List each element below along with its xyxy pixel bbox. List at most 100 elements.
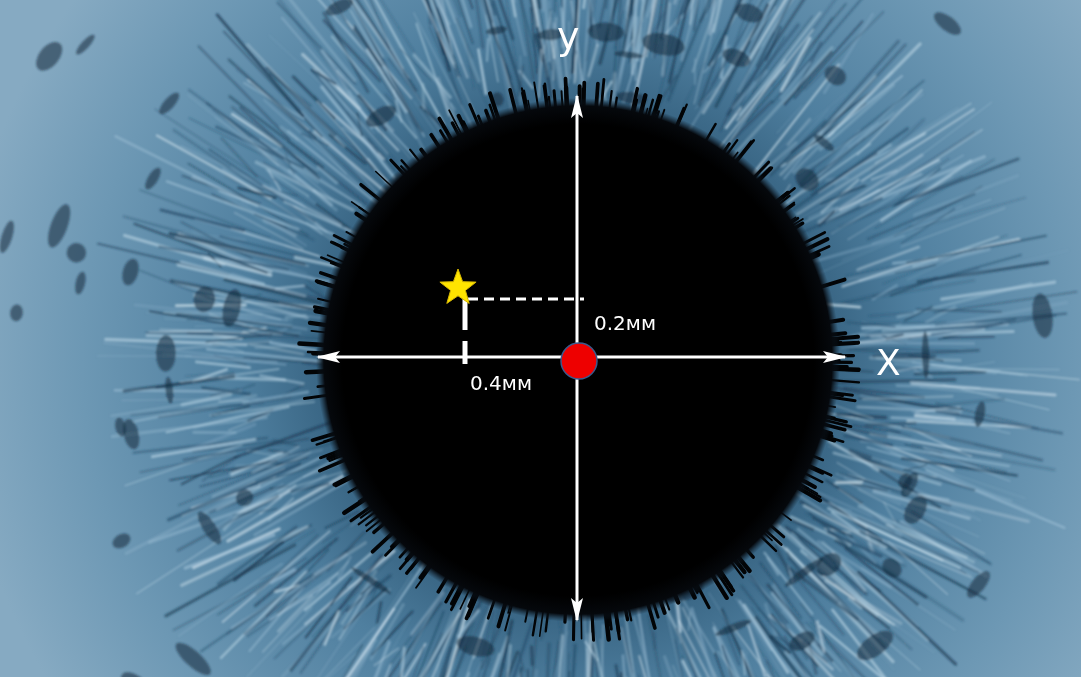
- iris-fiber: [757, 0, 816, 66]
- iris-fiber: [870, 313, 913, 316]
- iris-fiber: [478, 50, 486, 94]
- iris-fiber: [847, 322, 895, 326]
- iris-fiber: [841, 280, 974, 303]
- iris-fiber: [717, 30, 813, 151]
- iris-fiber: [695, 676, 727, 677]
- iris-fiber: [351, 11, 424, 137]
- iris-crypt: [454, 633, 496, 661]
- iris-fiber: [504, 649, 506, 669]
- iris-fiber: [377, 602, 381, 622]
- iris-fiber: [195, 398, 313, 427]
- iris-fiber: [690, 673, 729, 677]
- iris-fiber: [544, 644, 549, 677]
- iris-fiber: [835, 405, 873, 418]
- iris-crypt: [812, 132, 836, 154]
- iris-crypt: [191, 285, 218, 315]
- iris-fiber: [355, 26, 422, 131]
- iris-fiber: [683, 661, 750, 677]
- iris-fiber: [614, 0, 649, 96]
- iris-fiber: [920, 494, 1029, 521]
- iris-fiber: [862, 322, 945, 323]
- iris-fiber: [839, 76, 902, 126]
- iris-fiber: [175, 236, 293, 266]
- iris-fiber: [269, 498, 294, 520]
- iris-fiber: [343, 104, 368, 138]
- iris-fiber: [593, 636, 603, 677]
- iris-fiber: [912, 383, 1055, 395]
- iris-crypt: [219, 288, 244, 329]
- iris-fiber: [912, 511, 991, 564]
- iris-fiber: [845, 388, 924, 397]
- iris-fiber: [781, 63, 810, 98]
- iris-fiber: [416, 0, 454, 68]
- iris-fiber: [860, 249, 989, 280]
- iris-fiber: [206, 334, 272, 341]
- iris-fiber: [414, 55, 450, 97]
- iris-fiber: [407, 0, 460, 16]
- iris-fiber: [406, 0, 455, 23]
- iris-fiber: [616, 665, 634, 677]
- iris-fiber: [203, 456, 239, 480]
- iris-fiber: [255, 481, 348, 535]
- iris-fiber: [834, 453, 941, 484]
- iris-crypt: [921, 331, 929, 378]
- iris-fiber: [234, 542, 282, 580]
- iris-fiber: [122, 398, 260, 400]
- iris-fiber: [763, 109, 828, 180]
- iris-fiber: [276, 286, 304, 289]
- iris-fiber: [199, 453, 234, 459]
- iris-fiber: [275, 588, 348, 658]
- iris-fiber: [772, 648, 862, 677]
- iris-fiber: [863, 396, 952, 399]
- iris-fiber: [325, 612, 339, 645]
- iris-fiber: [400, 49, 431, 80]
- iris-fiber: [774, 524, 866, 603]
- iris-fiber: [681, 0, 709, 60]
- iris-fiber: [749, 626, 766, 677]
- iris-fiber: [432, 658, 491, 677]
- iris-crypt: [142, 166, 163, 192]
- iris-fiber: [679, 621, 713, 677]
- dashed-guide: [468, 298, 584, 301]
- iris-fiber: [912, 412, 1009, 434]
- iris-fiber: [873, 467, 939, 507]
- iris-fiber: [237, 465, 276, 466]
- iris-fiber: [217, 15, 302, 116]
- iris-fiber: [895, 265, 936, 273]
- iris-fiber: [115, 136, 248, 202]
- iris-crypt: [852, 625, 898, 666]
- iris-fiber: [344, 0, 416, 91]
- iris-crypt: [896, 471, 915, 492]
- iris-fiber: [742, 651, 745, 675]
- iris-crypt: [164, 377, 174, 404]
- iris-fiber: [654, 633, 655, 649]
- iris-fiber: [673, 665, 730, 677]
- iris-fiber: [857, 334, 930, 343]
- iris-fiber: [568, 645, 575, 677]
- iris-crypt: [9, 304, 24, 322]
- iris-fiber: [738, 17, 813, 114]
- iris-fiber: [487, 39, 488, 61]
- iris-fiber: [315, 554, 346, 574]
- iris-fiber: [791, 520, 813, 529]
- iris-fiber: [692, 609, 725, 677]
- iris-fiber: [613, 0, 615, 23]
- iris-fiber: [684, 0, 744, 13]
- iris-fiber: [902, 209, 955, 243]
- iris-fiber: [241, 202, 306, 245]
- iris-fiber: [837, 462, 865, 479]
- iris-fiber: [209, 184, 267, 223]
- origin-dot: [561, 343, 597, 379]
- iris-fiber: [926, 307, 955, 322]
- iris-crypt: [74, 32, 97, 56]
- iris-fiber: [340, 579, 376, 639]
- iris-crypt: [120, 417, 142, 450]
- iris-fiber: [239, 188, 276, 198]
- iris-fiber: [330, 11, 378, 65]
- iris-crypt: [485, 25, 507, 36]
- iris-crypt: [110, 530, 133, 551]
- iris-crypt: [878, 554, 905, 581]
- iris-crypt: [783, 555, 826, 590]
